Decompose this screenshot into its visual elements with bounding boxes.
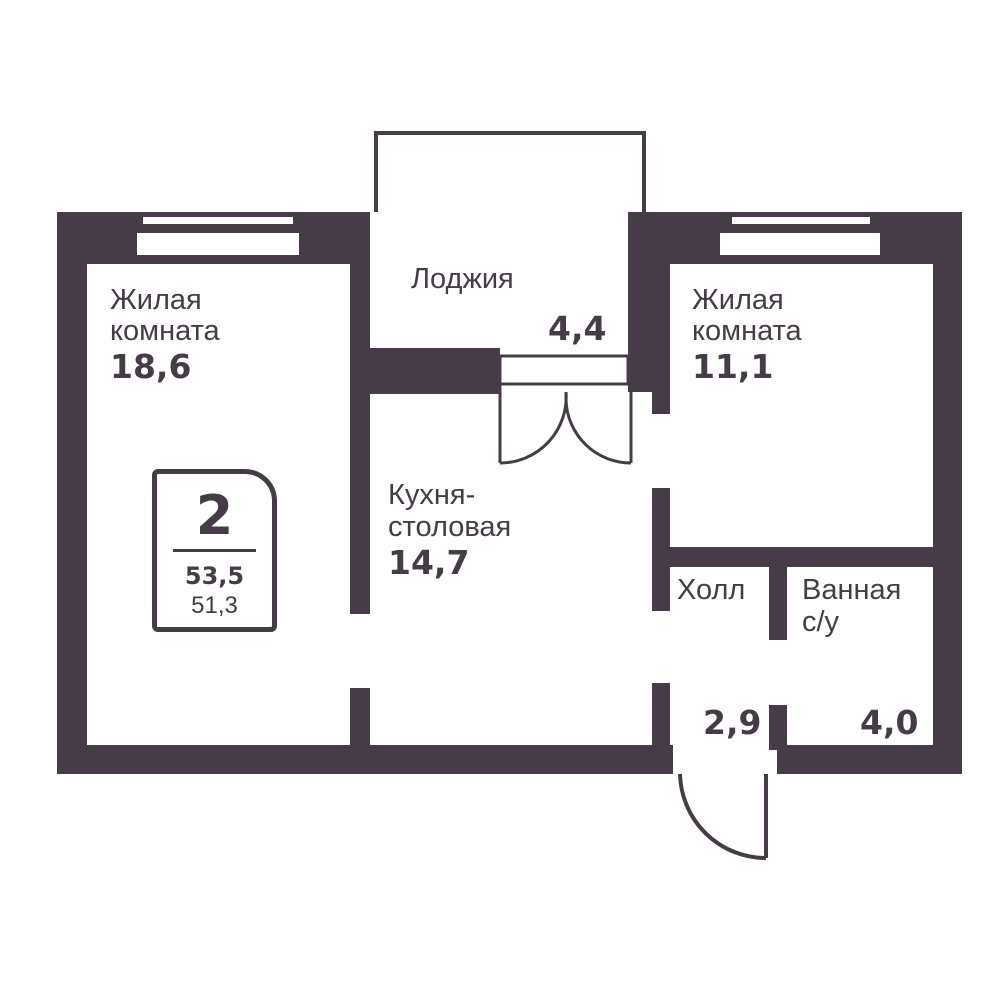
- wall-bottom-left: [57, 745, 673, 774]
- rooms-count: 2: [195, 484, 234, 547]
- living-room-2-area: 11,1: [692, 347, 774, 386]
- living-room-1-name-line1: Жилая: [110, 284, 202, 316]
- wall-right: [933, 212, 962, 774]
- balcony-outline: [374, 131, 646, 212]
- apartment-summary-badge: 2 53,5 51,3: [152, 469, 277, 632]
- window-living-1: [137, 217, 299, 255]
- living-room-1-name-line2: комната: [110, 315, 220, 347]
- kitchen-name-line1: Кухня-: [388, 479, 476, 511]
- loggia-area: 4,4: [548, 309, 607, 348]
- wall-loggia-bottom: [350, 348, 500, 394]
- entrance-door: [678, 773, 768, 860]
- wall-bottom-right: [777, 745, 962, 774]
- loggia-name: Лоджия: [411, 263, 514, 295]
- hall-area: 2,9: [703, 703, 762, 742]
- wall-living2-bottom: [652, 547, 952, 567]
- loggia-floor: [398, 240, 628, 348]
- hall-name: Холл: [677, 574, 746, 606]
- wall-pillar-right-stub: [652, 380, 670, 414]
- total-area: 53,5: [184, 562, 245, 590]
- living-room-2-name-line2: комната: [692, 315, 802, 347]
- wall-partition-left-lower: [350, 688, 370, 748]
- kitchen-name-line2: столовая: [388, 511, 512, 543]
- window-living-2: [720, 217, 880, 255]
- wall-hall-bath-upper: [769, 565, 787, 640]
- wall-left: [57, 212, 87, 774]
- living-room-1-area: 18,6: [110, 347, 192, 386]
- kitchen-area: 14,7: [388, 543, 470, 582]
- wall-partition-mid-lower: [652, 683, 670, 748]
- badge-divider: [173, 549, 256, 552]
- balcony-door: [498, 354, 633, 465]
- bathroom-area: 4,0: [860, 703, 919, 742]
- window-loggia: [398, 217, 624, 236]
- living-area: 51,3: [191, 592, 238, 619]
- bathroom-name-line1: Ванная: [802, 574, 902, 606]
- living-room-2-name-line1: Жилая: [692, 284, 784, 316]
- wall-partition-left-upper: [350, 212, 370, 614]
- wall-hall-bath-lower: [769, 705, 787, 750]
- bathroom-name-line2: с/у: [802, 606, 840, 638]
- wall-pillar-right: [628, 212, 670, 392]
